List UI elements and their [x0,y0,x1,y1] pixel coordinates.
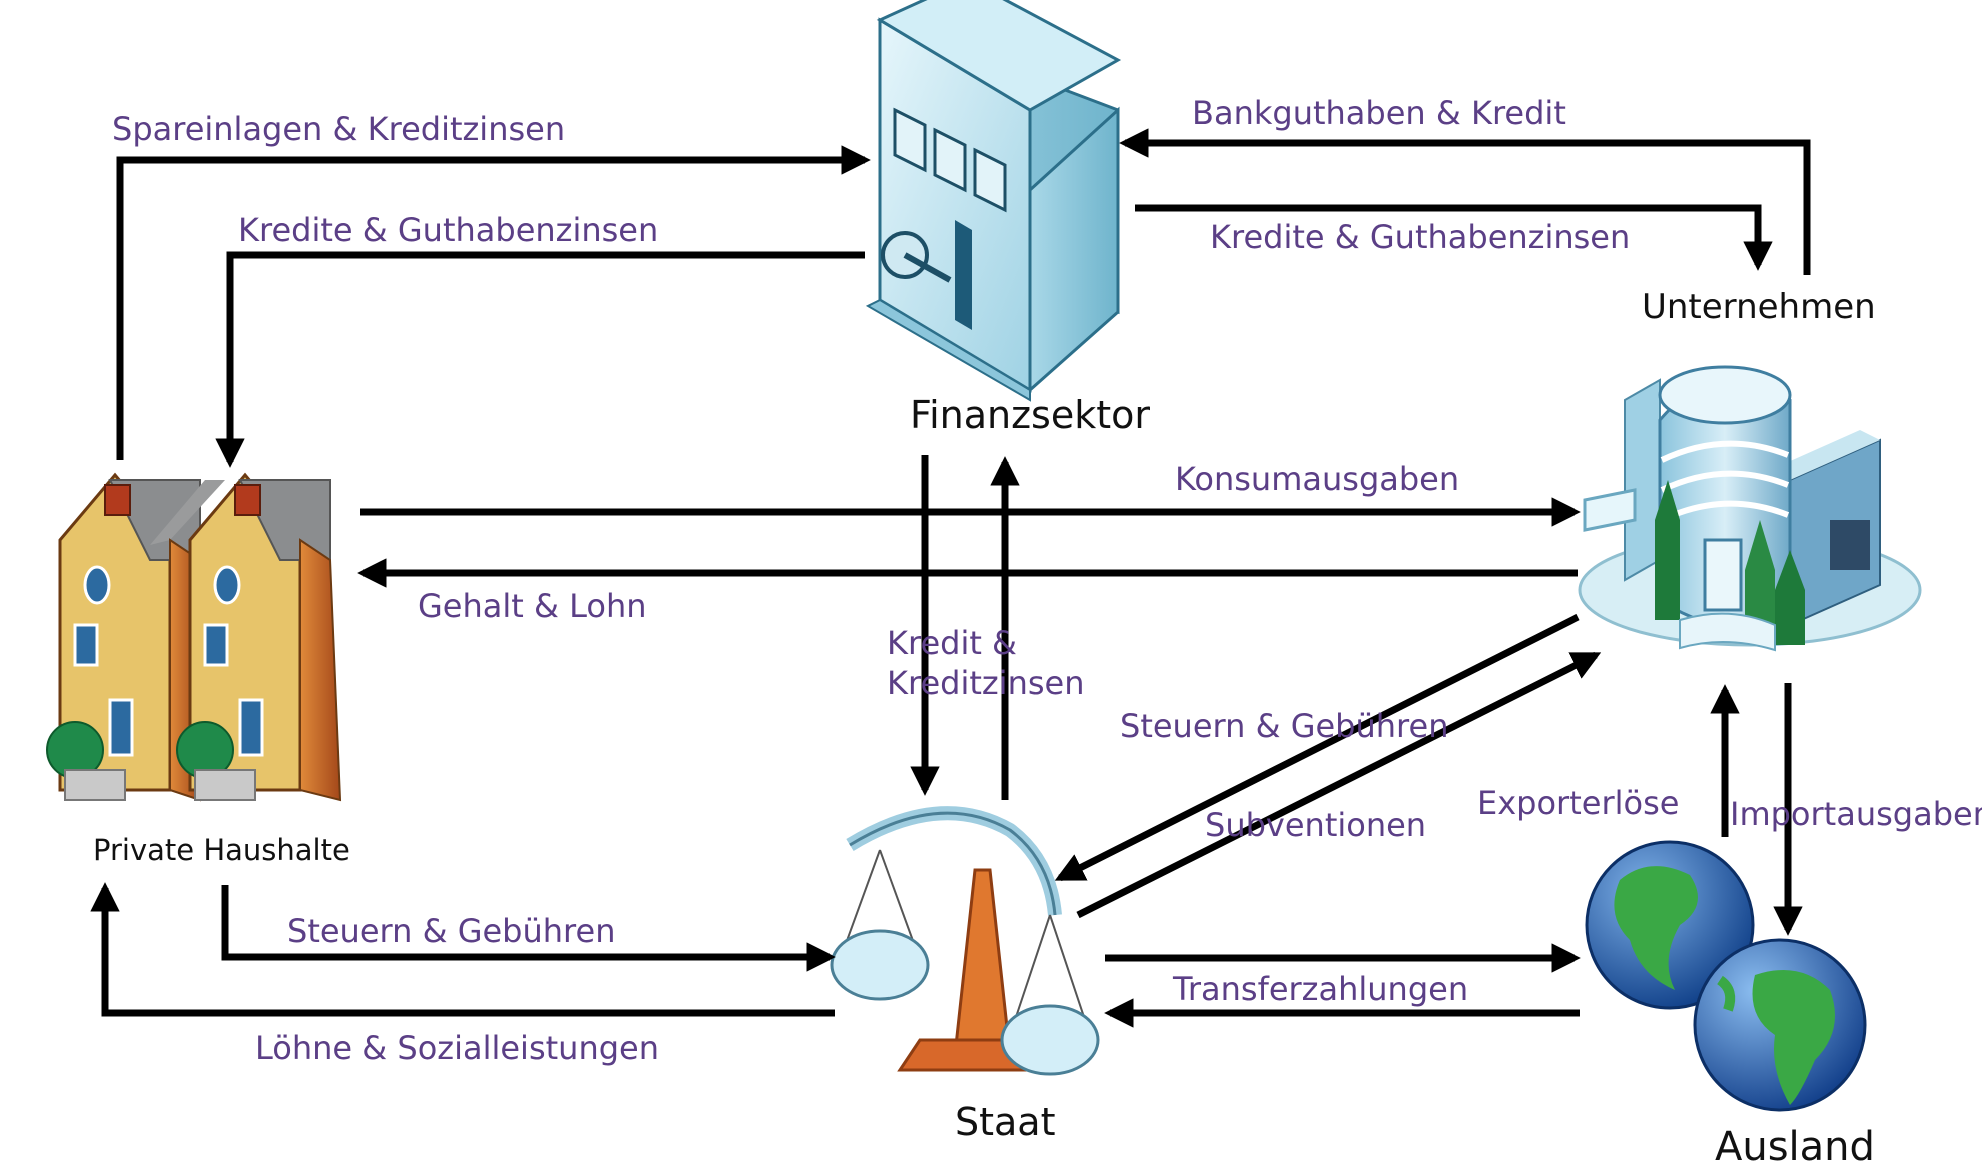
label-kredite-hh: Kredite & Guthabenzinsen [238,211,658,249]
globes-icon [1585,840,1867,1112]
label-import: Importausgaben [1730,795,1982,833]
houses-icon [46,472,342,802]
label-loehne: Löhne & Sozialleistungen [255,1029,659,1067]
arrow-bankguthaben [1119,128,1811,275]
scale-icon [830,806,1100,1076]
arrow-steuern-hh [221,885,836,972]
arrow-steuern-unt [1054,613,1580,882]
label-gehalt: Gehalt & Lohn [418,587,647,625]
label-subventionen: Subventionen [1205,806,1426,844]
label-konsum: Konsumausgaben [1175,460,1459,498]
arrow-spareinlagen [116,145,871,460]
label-bankguthaben: Bankguthaben & Kredit [1192,94,1566,132]
label-kredit-staat-1: Kredit & [887,624,1017,662]
label-kredit-staat-2: Kreditzinsen [887,664,1084,702]
arrow-subventionen [1076,651,1602,919]
node-haushalte: Private Haushalte [93,833,350,867]
node-finanzsektor: Finanzsektor [910,393,1150,437]
label-steuern-unt: Steuern & Gebühren [1120,707,1448,745]
label-kredite-unt: Kredite & Guthabenzinsen [1210,218,1630,256]
node-ausland: Ausland [1715,1124,1875,1162]
arrow-kredite-unt [1135,204,1773,271]
node-staat: Staat [955,1100,1056,1144]
label-export: Exporterlöse [1477,784,1679,822]
flow-labels: Spareinlagen & Kreditzinsen Kredite & Gu… [112,94,1982,1067]
label-transfer: Transferzahlungen [1172,970,1468,1008]
office-building-icon [1578,365,1922,652]
label-steuern-hh: Steuern & Gebühren [287,912,615,950]
node-labels: Finanzsektor Unternehmen Private Haushal… [93,287,1876,1162]
flow-arrows [90,128,1811,1028]
bank-vault-icon [865,0,1122,402]
label-spareinlagen: Spareinlagen & Kreditzinsen [112,110,565,148]
node-unternehmen: Unternehmen [1642,287,1876,327]
arrow-loehne [90,882,835,1017]
arrow-kredite-hh [215,251,865,468]
